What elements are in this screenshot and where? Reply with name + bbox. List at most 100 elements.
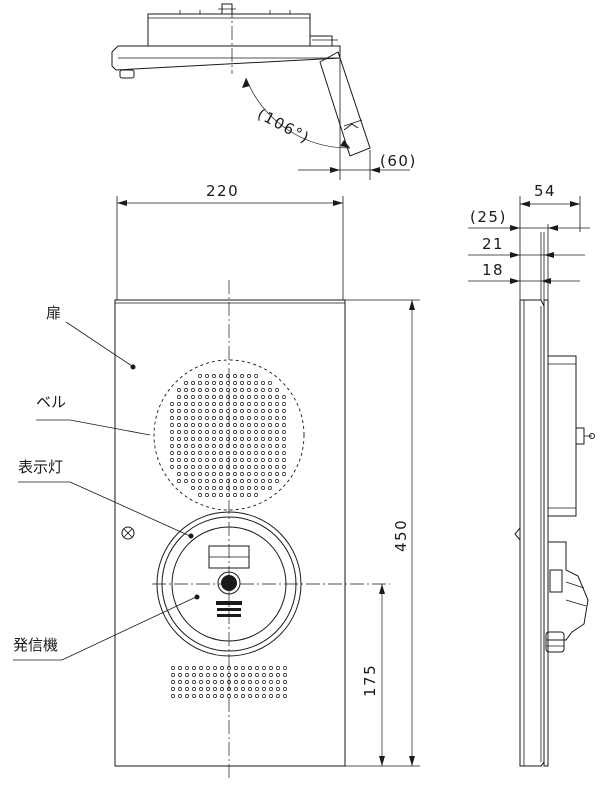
grille-hole	[233, 381, 237, 385]
grille-hole	[170, 409, 174, 413]
grille-hole	[261, 465, 265, 469]
grille-hole	[255, 673, 259, 677]
grille-hole	[226, 444, 230, 448]
grille-hole	[177, 451, 181, 455]
grille-hole	[226, 402, 230, 406]
grille-hole	[226, 388, 230, 392]
grille-hole	[262, 673, 266, 677]
grille-hole	[276, 673, 280, 677]
grille-hole	[254, 430, 258, 434]
grille-hole	[240, 465, 244, 469]
grille-hole	[268, 472, 272, 476]
grille-hole	[213, 694, 217, 698]
grille-hole	[234, 673, 238, 677]
grille-hole	[241, 673, 245, 677]
grille-hole	[240, 451, 244, 455]
grille-hole	[268, 416, 272, 420]
grille-hole	[247, 409, 251, 413]
grille-hole	[240, 472, 244, 476]
grille-hole	[254, 388, 258, 392]
label-indicator-light: 表示灯	[18, 458, 63, 476]
grille-hole	[254, 437, 258, 441]
grille-hole	[240, 458, 244, 462]
grille-hole	[198, 493, 202, 497]
grille-hole	[233, 465, 237, 469]
grille-hole	[198, 472, 202, 476]
grille-hole	[199, 666, 203, 670]
grille-hole	[255, 694, 259, 698]
grille-hole	[192, 673, 196, 677]
grille-hole	[205, 437, 209, 441]
grille-hole	[177, 444, 181, 448]
grille-hole	[205, 388, 209, 392]
grille-hole	[269, 694, 273, 698]
grille-hole	[170, 402, 174, 406]
grille-hole	[275, 416, 279, 420]
grille-hole	[233, 458, 237, 462]
grille-hole	[262, 687, 266, 691]
grille-hole	[212, 493, 216, 497]
grille-hole	[254, 423, 258, 427]
grille-hole	[247, 416, 251, 420]
grille-hole	[212, 388, 216, 392]
grille-hole	[226, 451, 230, 455]
grille-hole	[226, 458, 230, 462]
grille-hole	[240, 395, 244, 399]
grille-hole	[247, 472, 251, 476]
grille-hole	[205, 374, 209, 378]
grille-hole	[177, 458, 181, 462]
transmitter-text-strip-2	[217, 608, 241, 611]
grille-hole	[177, 409, 181, 413]
grille-hole	[171, 687, 175, 691]
grille-hole	[282, 458, 286, 462]
grille-hole	[234, 694, 238, 698]
grille-hole	[248, 694, 252, 698]
grille-hole	[275, 458, 279, 462]
grille-hole	[198, 430, 202, 434]
grille-hole	[184, 437, 188, 441]
grille-hole	[212, 416, 216, 420]
grille-hole	[233, 430, 237, 434]
grille-hole	[199, 687, 203, 691]
grille-hole	[192, 666, 196, 670]
grille-hole	[191, 444, 195, 448]
grille-hole	[261, 472, 265, 476]
grille-hole	[247, 451, 251, 455]
grille-hole	[283, 666, 287, 670]
grille-hole	[184, 409, 188, 413]
grille-hole	[254, 395, 258, 399]
grille-hole	[212, 472, 216, 476]
grille-hole	[184, 395, 188, 399]
grille-hole	[255, 680, 259, 684]
grille-hole	[254, 409, 258, 413]
grille-hole	[254, 402, 258, 406]
grille-hole	[283, 673, 287, 677]
grille-hole	[184, 423, 188, 427]
grille-hole	[219, 451, 223, 455]
grille-hole	[192, 687, 196, 691]
grille-hole	[171, 680, 175, 684]
grille-hole	[191, 451, 195, 455]
grille-hole	[191, 430, 195, 434]
grille-hole	[191, 423, 195, 427]
depth-54-label: 54	[534, 182, 556, 200]
grille-hole	[240, 409, 244, 413]
front-view: 220 450 175 扉 ベル	[13, 182, 420, 780]
grille-hole	[233, 423, 237, 427]
grille-hole	[268, 479, 272, 483]
grille-hole	[261, 388, 265, 392]
grille-hole	[206, 687, 210, 691]
side-view-bell-box	[547, 355, 577, 517]
width-dimension-label: 220	[206, 182, 239, 200]
grille-hole	[226, 437, 230, 441]
grille-hole	[240, 437, 244, 441]
grille-hole	[191, 437, 195, 441]
grille-hole	[191, 395, 195, 399]
grille-hole	[219, 472, 223, 476]
grille-hole	[184, 479, 188, 483]
grille-hole	[191, 486, 195, 490]
grille-hole	[220, 687, 224, 691]
grille-hole	[261, 444, 265, 448]
grille-hole	[185, 673, 189, 677]
grille-hole	[254, 451, 258, 455]
